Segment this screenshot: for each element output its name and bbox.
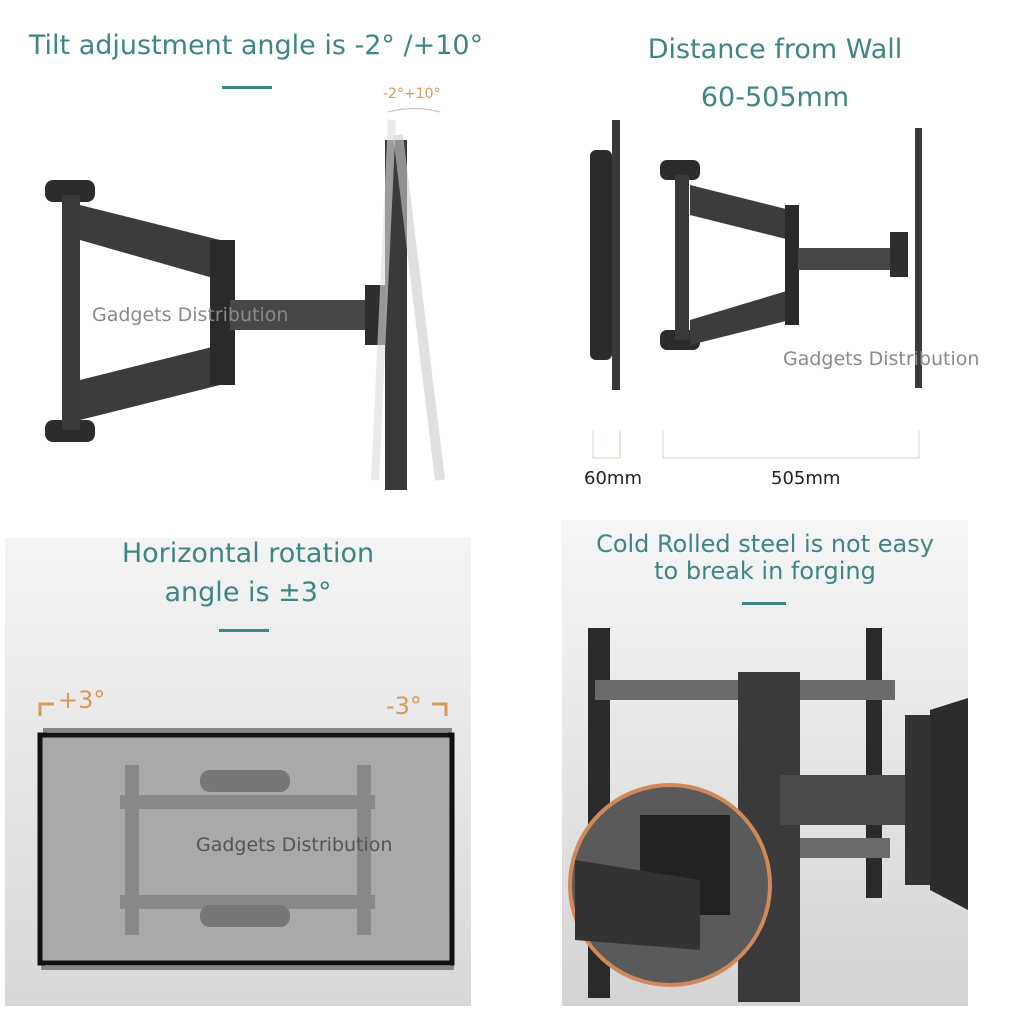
tilt-title: Tilt adjustment angle is -2° /+10° <box>28 30 484 61</box>
distance-title-line2: 60-505mm <box>700 82 850 113</box>
distance-watermark: Gadgets Distribution <box>783 348 980 370</box>
distance-illustration <box>590 120 922 459</box>
distance-title-line1: Distance from Wall <box>647 34 903 65</box>
steel-title-line1: Cold Rolled steel is not easy <box>596 530 934 558</box>
rotation-illustration <box>37 702 455 970</box>
steel-closeup-illustration <box>568 628 968 1002</box>
tilt-mount-illustration <box>45 108 445 490</box>
tilt-watermark: Gadgets Distribution <box>92 304 289 326</box>
steel-title-line2: to break in forging <box>654 557 876 585</box>
rotation-title-line1: Horizontal rotation <box>121 538 375 569</box>
tilt-angle-label: -2°+10° <box>383 86 441 102</box>
rotation-title-underline <box>219 629 269 632</box>
rotation-minus-label: -3° <box>386 692 422 720</box>
tilt-title-underline <box>222 86 272 89</box>
rotation-plus-label: +3° <box>58 686 106 714</box>
distance-max-label: 505mm <box>771 468 841 489</box>
rotation-watermark: Gadgets Distribution <box>196 834 393 856</box>
distance-min-label: 60mm <box>584 468 642 489</box>
steel-title-underline <box>742 602 786 605</box>
rotation-title-line2: angle is ±3° <box>164 577 332 608</box>
